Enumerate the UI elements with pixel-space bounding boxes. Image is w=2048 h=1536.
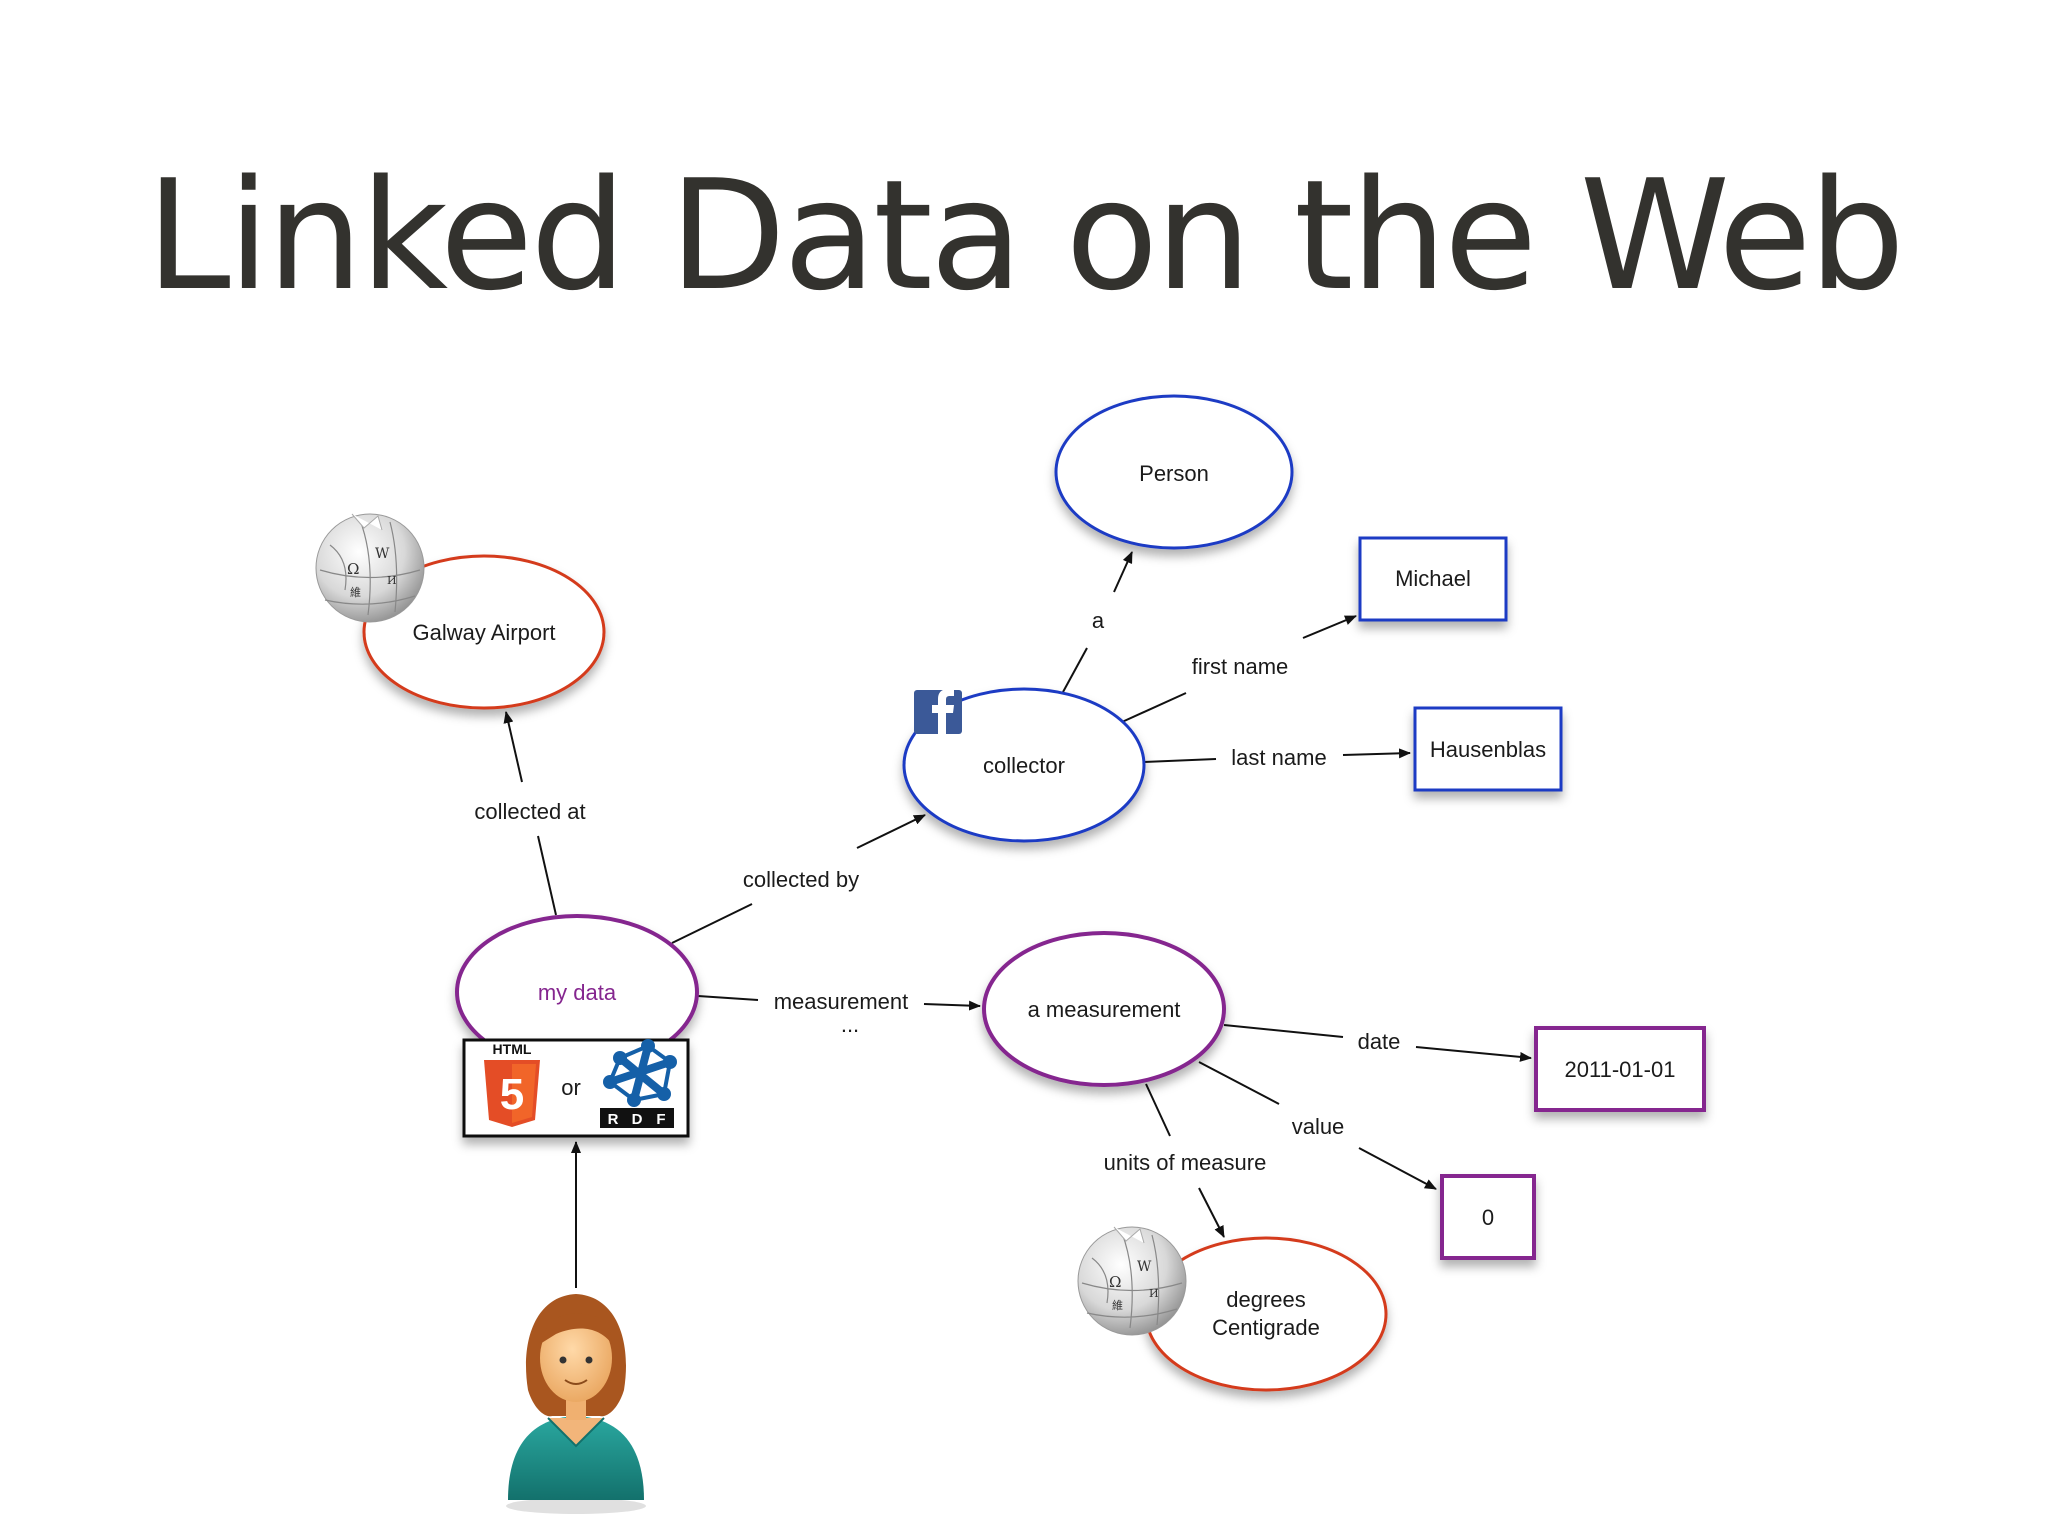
- edge-label-first-name: first name: [1192, 654, 1289, 679]
- svg-text:維: 維: [1112, 1299, 1123, 1312]
- edge-label-value: value: [1292, 1114, 1345, 1139]
- node-zero-value[interactable]: 0: [1440, 1174, 1536, 1260]
- edge-measurement-right: [923, 1000, 981, 1011]
- svg-text:И: И: [1149, 1287, 1159, 1300]
- edge-label-measurement: measurement: [774, 989, 909, 1014]
- node-date-value-label: 2011-01-01: [1565, 1057, 1676, 1082]
- edge-value-lower: [1358, 1147, 1437, 1190]
- node-a-measurement[interactable]: a measurement: [982, 931, 1226, 1087]
- edge-a-upper: [1113, 551, 1133, 593]
- rdf-letter-r: R: [608, 1111, 619, 1128]
- edge-a-lower: [1062, 647, 1088, 693]
- edge-units-upper: [1145, 1083, 1171, 1137]
- edge-label-last-name: last name: [1231, 745, 1326, 770]
- edge-collected-by-lower: [671, 903, 753, 944]
- wikipedia-globe-icon: Ω W 維 И: [315, 513, 425, 623]
- edge-label-collected-by: collected by: [743, 867, 859, 892]
- format-or-label: or: [561, 1075, 581, 1100]
- format-box: HTML 5 or R D F: [462, 1038, 690, 1138]
- wikipedia-globe-icon: Ω W 維 И: [1077, 1226, 1187, 1336]
- svg-text:Ω: Ω: [1109, 1273, 1121, 1291]
- facebook-icon: [914, 689, 962, 734]
- edge-collected-at-lower: [537, 835, 557, 916]
- svg-text:W: W: [375, 546, 390, 562]
- edge-collected-at-upper: [503, 711, 523, 783]
- node-hausenblas[interactable]: Hausenblas: [1413, 706, 1563, 792]
- edge-last-name-left: [1143, 758, 1217, 763]
- edge-label-date: date: [1358, 1029, 1401, 1054]
- html5-logo-icon: HTML 5: [484, 1041, 540, 1127]
- edge-measurement-left: [697, 995, 759, 1001]
- edge-first-name-lower: [1121, 692, 1187, 723]
- edge-label-units: units of measure: [1104, 1150, 1267, 1175]
- edge-last-name-right: [1342, 748, 1411, 759]
- node-galway-label: Galway Airport: [412, 620, 555, 645]
- html5-shield-number: 5: [500, 1070, 524, 1119]
- svg-text:維: 維: [350, 586, 361, 599]
- node-collector-label: collector: [983, 753, 1065, 778]
- node-degrees-label-line1: degrees: [1226, 1287, 1306, 1312]
- svg-text:Ω: Ω: [347, 560, 359, 578]
- edge-date-right: [1415, 1046, 1532, 1062]
- edge-collected-by-upper: [856, 814, 926, 849]
- slide-title: Linked Data on the Web: [145, 147, 1905, 324]
- node-michael[interactable]: Michael: [1358, 536, 1508, 622]
- html5-label: HTML: [493, 1041, 532, 1057]
- node-michael-label: Michael: [1395, 566, 1471, 591]
- node-hausenblas-label: Hausenblas: [1430, 737, 1546, 762]
- node-collector[interactable]: collector: [902, 687, 1146, 843]
- rdf-letter-f: F: [656, 1111, 665, 1128]
- node-galway-airport[interactable]: Galway Airport: [362, 554, 606, 710]
- node-degrees-label-line2: Centigrade: [1212, 1315, 1320, 1340]
- edge-value-upper: [1198, 1061, 1280, 1105]
- node-date-value[interactable]: 2011-01-01: [1534, 1026, 1706, 1112]
- edge-units-lower: [1198, 1187, 1225, 1238]
- edge-label-a: a: [1092, 608, 1105, 633]
- node-person-label: Person: [1139, 461, 1209, 486]
- svg-text:W: W: [1137, 1259, 1152, 1275]
- node-zero-value-label: 0: [1482, 1205, 1494, 1230]
- node-a-measurement-label: a measurement: [1028, 997, 1181, 1022]
- node-person[interactable]: Person: [1054, 394, 1294, 550]
- svg-text:И: И: [387, 574, 397, 587]
- edge-first-name-upper: [1302, 615, 1357, 639]
- edge-label-collected-at: collected at: [474, 799, 585, 824]
- person-avatar-icon: [506, 1294, 646, 1514]
- edge-label-ellipsis: ...: [841, 1012, 859, 1037]
- node-my-data-label: my data: [538, 980, 617, 1005]
- rdf-logo-icon: R D F: [600, 1039, 677, 1128]
- node-degrees-centigrade[interactable]: degrees Centigrade: [1144, 1236, 1388, 1392]
- rdf-letter-d: D: [632, 1111, 643, 1128]
- node-my-data[interactable]: my data: [455, 914, 699, 1070]
- edge-date-left: [1223, 1024, 1344, 1038]
